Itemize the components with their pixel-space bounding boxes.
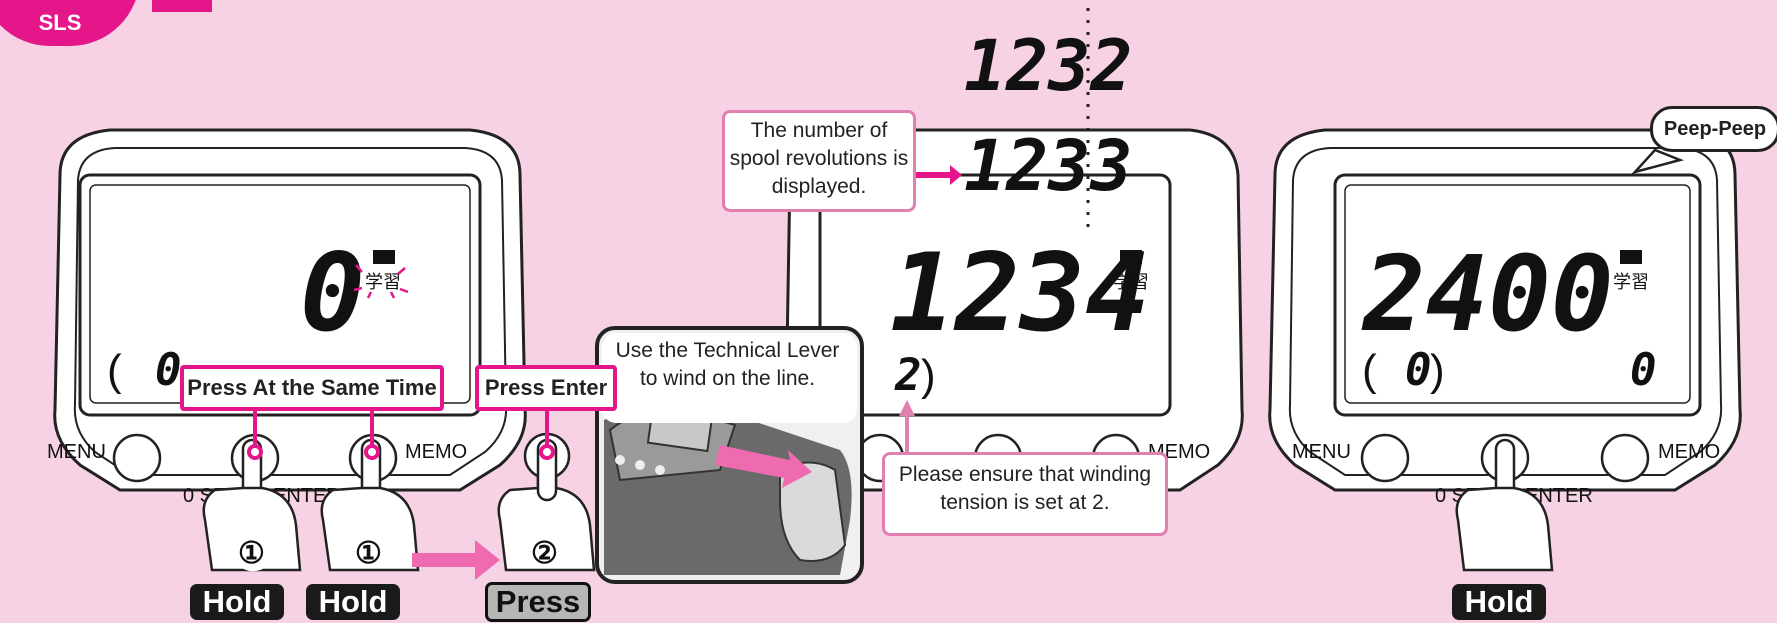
menu-button-1: [114, 435, 160, 481]
display-unit-1: 0 学習 ( 0 MENU MEMO 0 SET ENTER: [47, 130, 525, 507]
reel-callout: Use the Technical Lever to wind on the l…: [605, 337, 850, 401]
press-same-time-label: Press At the Same Time: [180, 365, 444, 411]
menu-button-4: [1362, 435, 1408, 481]
learn-icon-1: 学習: [365, 272, 401, 292]
bracket-open-1: (: [107, 346, 122, 395]
battery-icon-4: [1620, 250, 1642, 264]
step-number-2: ②: [531, 537, 558, 570]
svg-text:): ): [921, 351, 936, 400]
panel4-sub-value: 0: [1405, 345, 1432, 396]
svg-text:): ): [1430, 346, 1445, 395]
panel3-tension-value: 2: [894, 350, 922, 401]
panel3-counter-mid: 1233: [964, 125, 1133, 207]
hold-tag-2: Hold: [306, 584, 400, 620]
learn-icon-3: 学習: [1113, 272, 1149, 292]
menu-label-4: MENU: [1292, 441, 1351, 463]
memo-button-4: [1602, 435, 1648, 481]
panel1-main-digit: 0: [300, 231, 365, 356]
learn-icon-4: 学習: [1613, 272, 1649, 292]
press-tag: Press: [485, 582, 591, 622]
step-number-1b: ①: [355, 537, 382, 570]
arrow-right-icon: [412, 540, 500, 580]
peep-speech-bubble: Peep-Peep: [1650, 106, 1777, 152]
bracket-open-4: (: [1362, 346, 1377, 395]
panel4-right-value: 0: [1630, 345, 1657, 396]
menu-label-1: MENU: [47, 441, 106, 463]
panel4-main-value: 2400: [1361, 233, 1613, 355]
memo-label-1: MEMO: [405, 441, 467, 463]
panel3-counter-top: 1232: [964, 25, 1133, 107]
memo-label-4: MEMO: [1658, 441, 1720, 463]
tension-callout: Please ensure that winding tension is se…: [882, 452, 1168, 536]
hold-tag-1: Hold: [190, 584, 284, 620]
battery-icon-1: [373, 250, 395, 264]
panel1-sub-value: 0: [155, 345, 182, 396]
step-number-1a: ①: [238, 537, 265, 570]
revolutions-callout: The number of spool revolutions is displ…: [722, 110, 916, 212]
panel3-counter-main: 1234: [890, 231, 1150, 356]
hold-tag-4: Hold: [1452, 584, 1546, 620]
battery-icon-3: [1120, 250, 1142, 264]
press-enter-label: Press Enter: [475, 365, 617, 411]
